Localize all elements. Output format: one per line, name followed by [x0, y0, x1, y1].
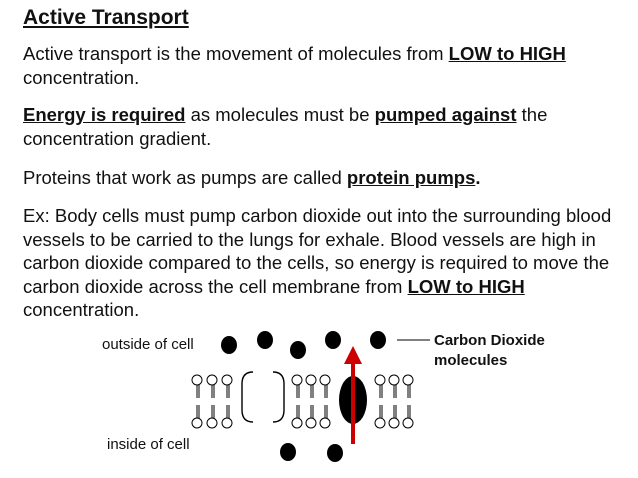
paragraph-protein-pumps: Proteins that work as pumps are called p… [23, 166, 623, 190]
co2-label-line1: Carbon Dioxide [434, 332, 545, 349]
phospholipid-group-right [374, 374, 414, 429]
paragraph-example: Ex: Body cells must pump carbon dioxide … [23, 204, 623, 322]
p4-text-end: concentration. [23, 299, 140, 320]
p1-text: Active transport is the movement of mole… [23, 43, 449, 64]
p2-emphasis-energy: Energy is required [23, 104, 186, 125]
paragraph-definition: Active transport is the movement of mole… [23, 42, 623, 89]
p1-emphasis: LOW to HIGH [448, 43, 566, 64]
co2-molecules-label: Carbon Dioxide molecules [434, 331, 545, 371]
co2-molecule [370, 331, 386, 349]
paragraph-energy: Energy is required as molecules must be … [23, 103, 623, 150]
p2-text: as molecules must be [185, 104, 375, 125]
co2-molecules-outside [221, 331, 386, 359]
co2-molecule [221, 336, 237, 354]
co2-label-line2: molecules [434, 352, 508, 369]
co2-molecules-inside [280, 443, 343, 462]
outside-of-cell-label: outside of cell [102, 336, 194, 353]
co2-molecule [327, 444, 343, 462]
phospholipid-group-left [191, 374, 233, 429]
p3-emphasis: protein pumps [346, 167, 476, 188]
inside-of-cell-label: inside of cell [107, 436, 190, 453]
p4-text: Ex: Body cells must pump carbon dioxide … [23, 205, 612, 297]
p3-text: Proteins that work as pumps are called [23, 167, 347, 188]
p4-emphasis-1: LOW to HIGH [407, 275, 525, 297]
channel-bracket-left [241, 371, 254, 423]
p1-text-end: concentration. [23, 66, 140, 88]
slide-title: Active Transport [23, 6, 189, 29]
channel-bracket-right [272, 371, 285, 423]
p2-text-end: the concentration gradient. [23, 104, 548, 149]
co2-molecule [290, 341, 306, 359]
p2-emphasis-pumped: pumped against [374, 104, 517, 125]
co2-molecule [280, 443, 296, 461]
phospholipid-group-middle [291, 374, 331, 429]
co2-molecule [325, 331, 341, 349]
transport-arrow-head [344, 346, 362, 364]
co2-molecule [257, 331, 273, 349]
p3-period: . [475, 167, 481, 188]
